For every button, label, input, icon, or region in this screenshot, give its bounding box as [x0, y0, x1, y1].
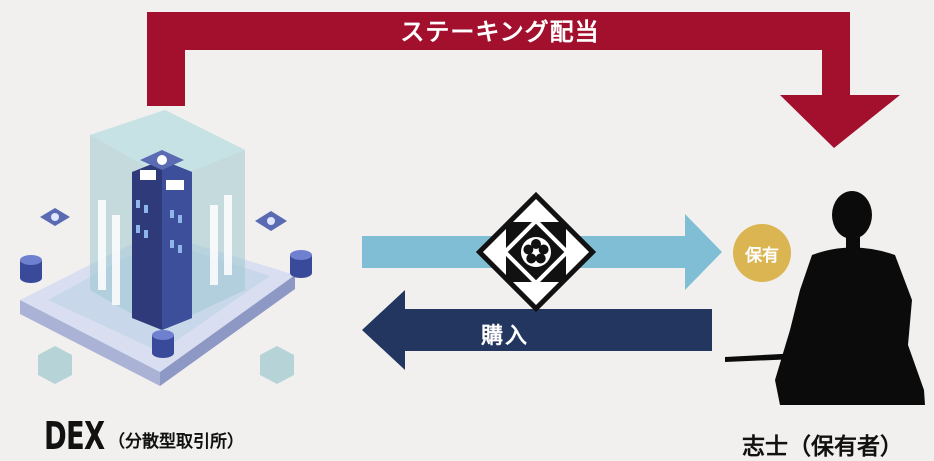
dex-subtitle: （分散型取引所）: [108, 432, 244, 452]
samurai-silhouette-icon: [725, 191, 925, 405]
staking-dividend-label: ステーキング配当: [400, 18, 600, 46]
holding-badge: 保有: [733, 224, 791, 282]
purchase-label: 購入: [480, 324, 529, 349]
purchase-arrow: [362, 290, 712, 370]
crest-token-icon: [475, 191, 597, 313]
dex-title: DEX: [44, 414, 105, 458]
dex-server-icon: [20, 110, 312, 386]
staking-arrow: [147, 12, 900, 148]
holder-title: 志士（保有者）: [742, 434, 903, 460]
